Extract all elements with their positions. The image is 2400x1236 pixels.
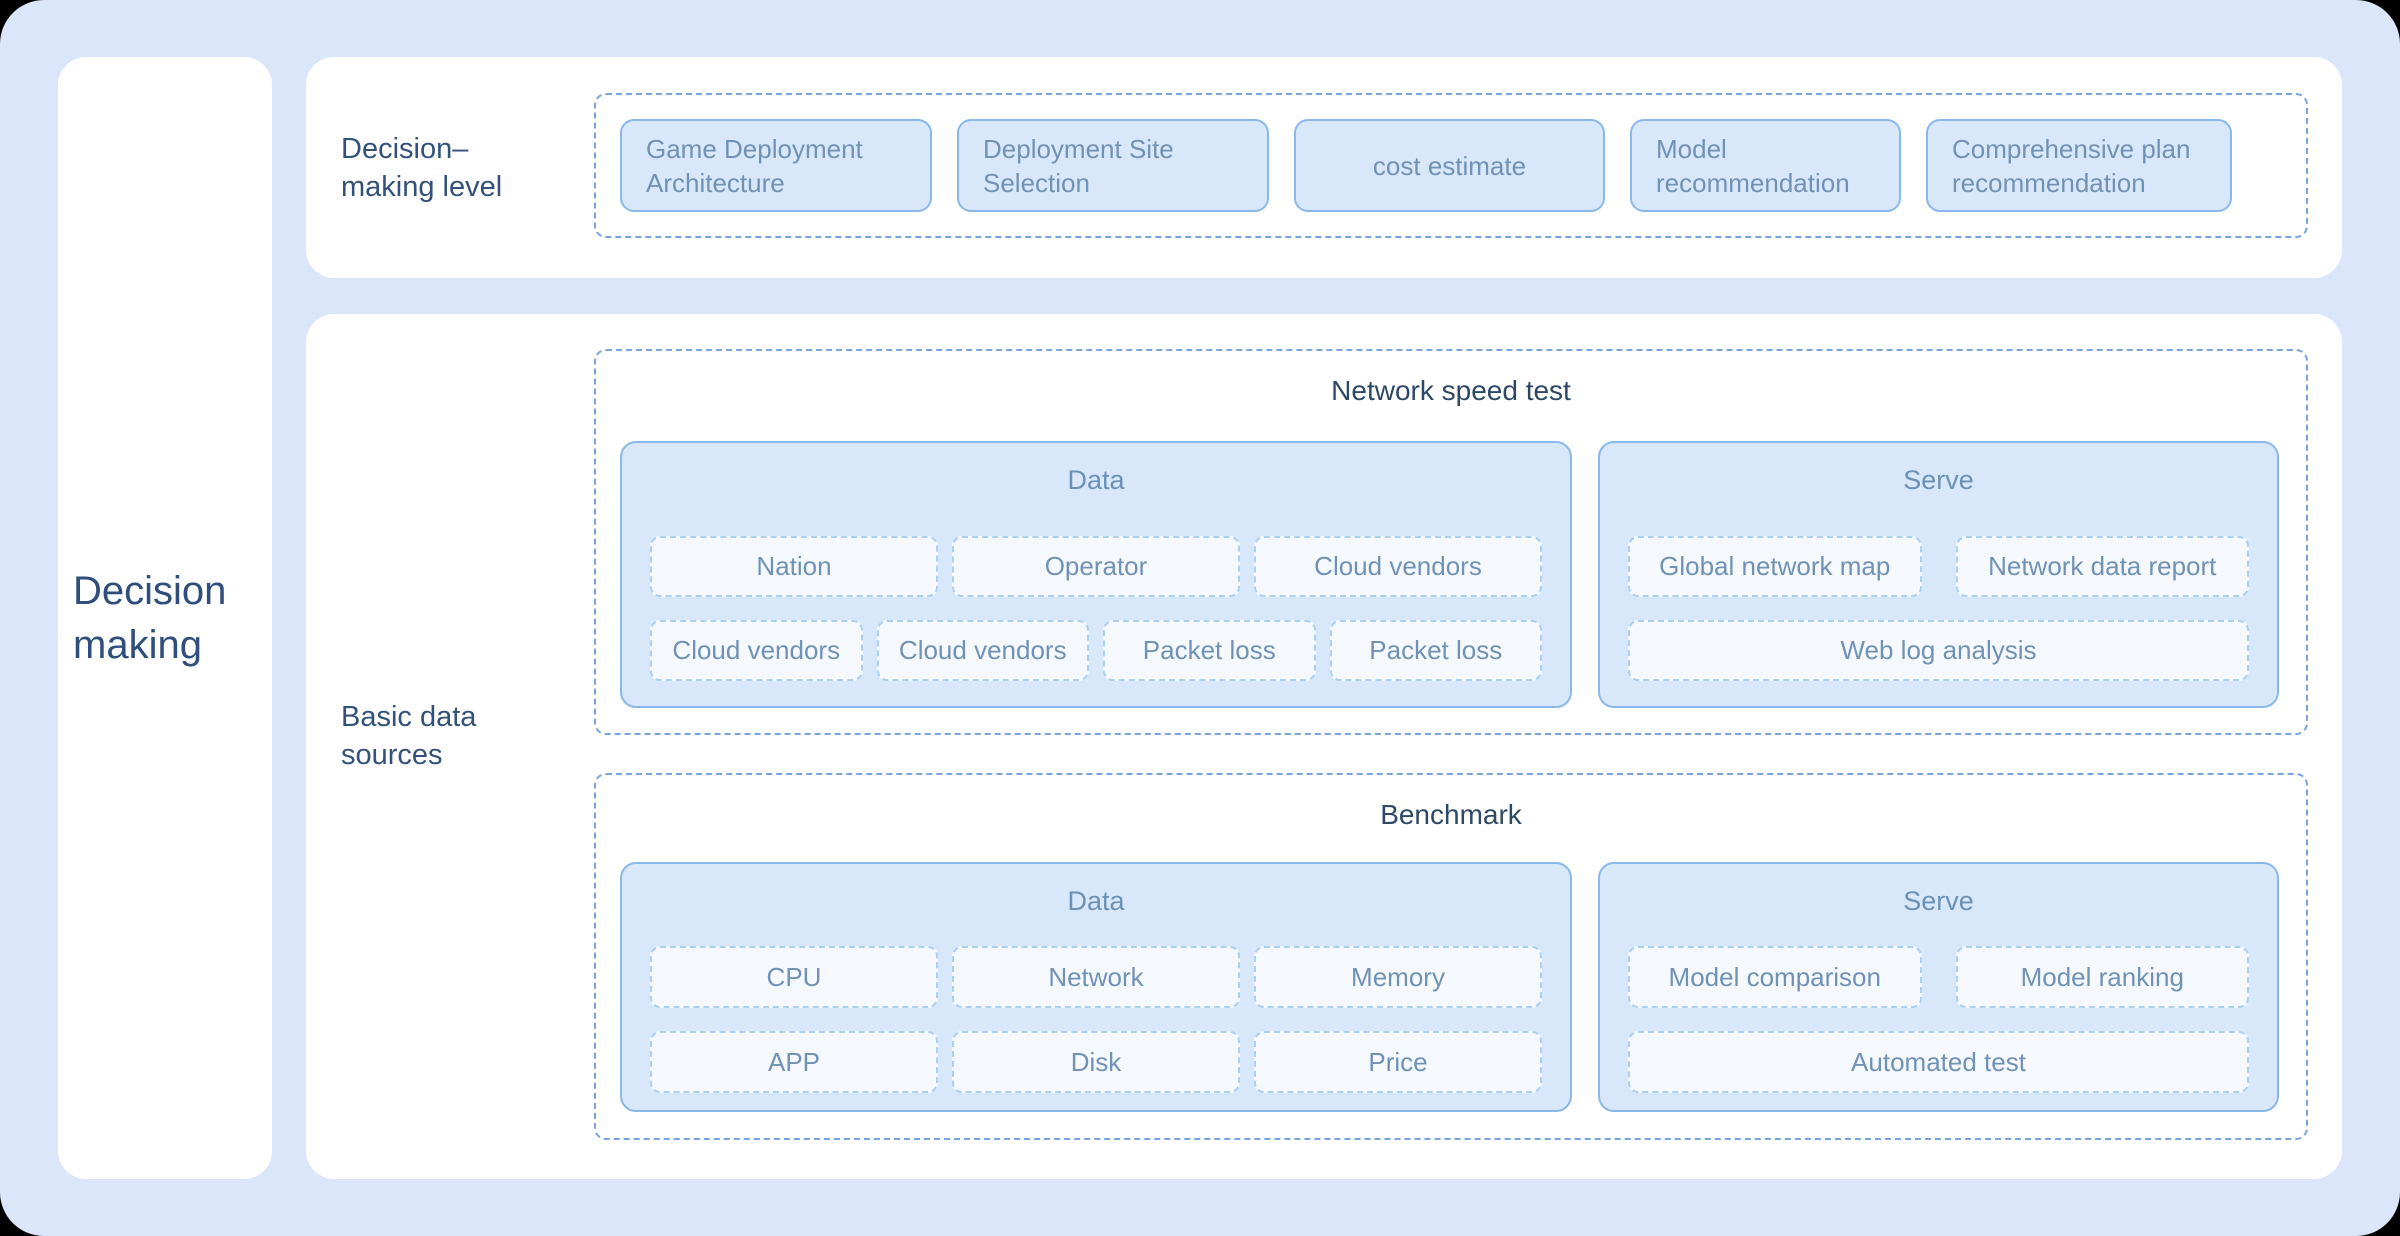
- basic-data-sources-card: Basic data sources Network speed test Da…: [306, 314, 2342, 1179]
- cell-web-log-analysis: Web log analysis: [1628, 620, 2249, 681]
- benchmark-serve-panel: Serve Model comparison Model ranking Aut…: [1598, 862, 2279, 1112]
- benchmark-serve-panel-title: Serve: [1903, 886, 1974, 916]
- cell-cloud-vendors: Cloud vendors: [1254, 536, 1542, 597]
- level-box-label: cost estimate: [1372, 150, 1527, 181]
- level-box-deployment-site-selection: Deployment Site Selection: [957, 119, 1269, 212]
- basic-data-label-line2: sources: [341, 739, 443, 771]
- decision-level-track: Game Deployment Architecture Deployment …: [594, 93, 2308, 238]
- benchmark-data-row-1: CPU Network Memory: [650, 946, 1542, 1008]
- cell-network-data-report: Network data report: [1955, 536, 2249, 597]
- level-box-label: Model recommendation: [1656, 133, 1850, 198]
- benchmark-data-row-2: APP Disk Price: [650, 1031, 1542, 1093]
- cell-packet-loss: Packet loss: [1329, 620, 1542, 681]
- basic-data-label-line1: Basic data: [341, 701, 477, 733]
- sidebar-title: Decision making: [58, 564, 226, 672]
- network-serve-row-1: Global network map Network data report: [1628, 536, 2249, 597]
- cell-price: Price: [1254, 1031, 1542, 1093]
- sidebar-title-line1: Decision: [73, 569, 227, 613]
- cell-cloud-vendors: Cloud vendors: [650, 620, 863, 681]
- network-data-row-1: Nation Operator Cloud vendors: [650, 536, 1542, 597]
- network-speed-test-title: Network speed test: [1331, 375, 1571, 406]
- benchmark-data-panel: Data CPU Network Memory APP Disk Price: [620, 862, 1572, 1112]
- cell-global-network-map: Global network map: [1628, 536, 1922, 597]
- network-speed-test-group: Network speed test Data Nation Operator …: [594, 349, 2308, 735]
- level-box-model-recommendation: Model recommendation: [1630, 119, 1901, 212]
- cell-cloud-vendors: Cloud vendors: [876, 620, 1089, 681]
- level-box-label: Game Deployment Architecture: [646, 133, 863, 198]
- decision-level-label-line1: Decision–: [341, 132, 469, 165]
- level-box-game-deployment-architecture: Game Deployment Architecture: [620, 119, 932, 212]
- benchmark-serve-row-1: Model comparison Model ranking: [1628, 946, 2249, 1008]
- cell-model-comparison: Model comparison: [1628, 946, 1922, 1008]
- decision-level-card: Decision– making level Game Deployment A…: [306, 57, 2342, 278]
- network-data-panel-title: Data: [1067, 465, 1125, 495]
- benchmark-group: Benchmark Data CPU Network Memory APP Di…: [594, 773, 2308, 1140]
- sidebar-title-line2: making: [73, 623, 202, 667]
- network-serve-row-2: Web log analysis: [1628, 620, 2249, 681]
- decision-level-label: Decision– making level: [341, 130, 502, 206]
- cell-model-ranking: Model ranking: [1955, 946, 2249, 1008]
- level-box-label: Comprehensive plan recommendation: [1952, 133, 2191, 198]
- cell-automated-test: Automated test: [1628, 1031, 2249, 1093]
- level-box-label: Deployment Site Selection: [983, 133, 1174, 198]
- level-box-cost-estimate: cost estimate: [1294, 119, 1605, 212]
- cell-nation: Nation: [650, 536, 938, 597]
- benchmark-title: Benchmark: [1380, 799, 1522, 830]
- cell-memory: Memory: [1254, 946, 1542, 1008]
- cell-cpu: CPU: [650, 946, 938, 1008]
- decision-level-label-line2: making level: [341, 170, 503, 203]
- benchmark-serve-row-2: Automated test: [1628, 1031, 2249, 1093]
- level-box-comprehensive-plan-recommendation: Comprehensive plan recommendation: [1926, 119, 2232, 212]
- decision-making-sidebar-card: Decision making: [58, 57, 272, 1179]
- cell-network: Network: [952, 946, 1240, 1008]
- benchmark-data-panel-title: Data: [1067, 886, 1125, 916]
- cell-disk: Disk: [952, 1031, 1240, 1093]
- cell-app: APP: [650, 1031, 938, 1093]
- cell-operator: Operator: [952, 536, 1240, 597]
- network-serve-panel: Serve Global network map Network data re…: [1598, 441, 2279, 708]
- basic-data-sources-label: Basic data sources: [341, 698, 476, 774]
- network-data-row-2: Cloud vendors Cloud vendors Packet loss …: [650, 620, 1542, 681]
- cell-packet-loss: Packet loss: [1103, 620, 1316, 681]
- network-serve-panel-title: Serve: [1903, 465, 1974, 495]
- network-data-panel: Data Nation Operator Cloud vendors Cloud…: [620, 441, 1572, 708]
